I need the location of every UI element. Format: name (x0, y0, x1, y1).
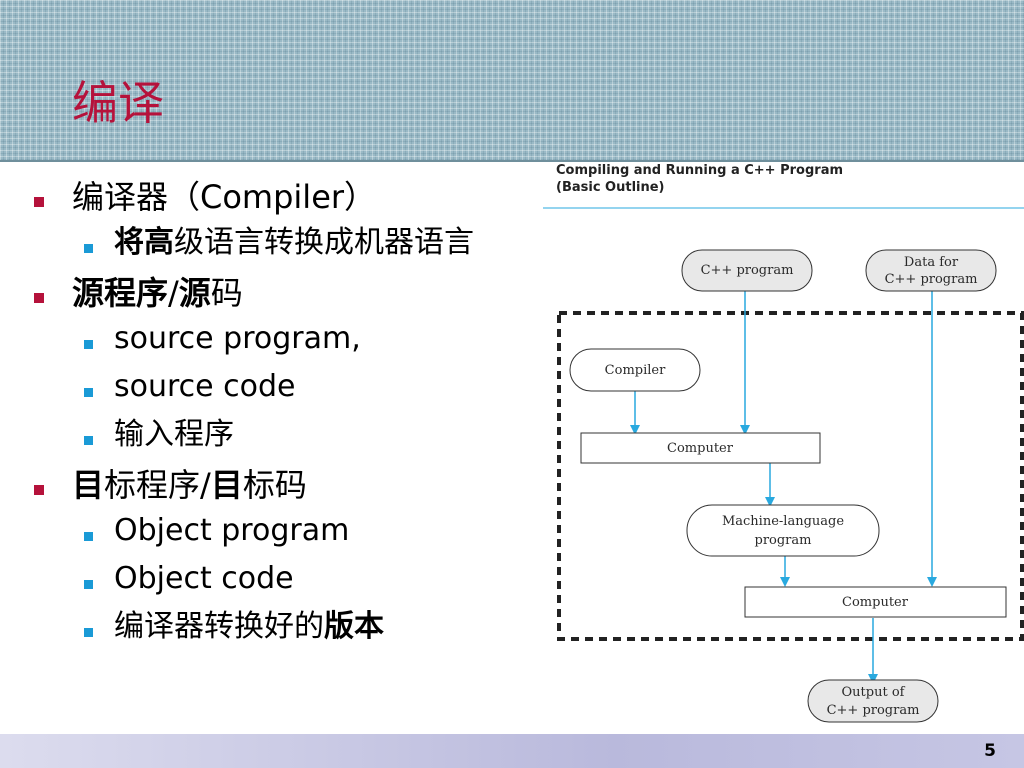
footer-bar (0, 734, 1024, 768)
bullet-text: 目 (210, 466, 243, 504)
computer-label-1: Computer (667, 441, 734, 456)
bullet-text: 目 (72, 466, 105, 504)
machine-label-line2: program (755, 533, 812, 548)
square-bullet-icon (34, 197, 44, 207)
bullet-item-4: source program, (28, 322, 528, 356)
computer-node-1 (580, 432, 821, 464)
header-divider (0, 160, 1024, 162)
cpp-program-node (681, 249, 813, 292)
bullet-text: 编译器转换好的 (114, 609, 324, 644)
output-label-line2: C++ program (827, 703, 920, 718)
computer-boundary (557, 311, 1024, 641)
computer-label-2: Computer (842, 595, 909, 610)
bullet-text: 编译器（Compiler） (72, 178, 377, 216)
small-square-bullet-icon (84, 340, 93, 349)
bullet-item-8: Object program (28, 514, 528, 548)
bullet-text: Object code (114, 561, 294, 596)
bullet-item-10: 编译器转换好的版本 (28, 610, 528, 644)
machine-label-line1: Machine-language (722, 514, 844, 529)
small-square-bullet-icon (84, 532, 93, 541)
bullet-text: 源程序 (72, 274, 169, 312)
small-square-bullet-icon (84, 388, 93, 397)
bullet-text: 将高 (114, 225, 174, 260)
bullet-text: 码 (210, 274, 243, 312)
bullet-text: 输入程序 (114, 417, 234, 452)
small-square-bullet-icon (84, 244, 93, 253)
bullet-text: 级语言转换成机器语言 (174, 225, 474, 260)
data-label-line2: C++ program (885, 272, 978, 287)
compiler-label: Compiler (605, 363, 666, 378)
data-node (865, 249, 997, 292)
output-label-line1: Output of (842, 685, 906, 700)
machine-language-node (686, 504, 880, 557)
slide-title: 编译 (72, 76, 164, 130)
small-square-bullet-icon (84, 628, 93, 637)
bullet-text: source program, (114, 321, 361, 356)
bullet-text: 版本 (324, 609, 384, 644)
bullet-item-9: Object code (28, 562, 528, 596)
header-banner (0, 0, 1024, 162)
compile-run-diagram: Compiling and Running a C++ Program (Bas… (543, 158, 1024, 744)
bullet-item-5: source code (28, 370, 528, 404)
data-label-line1: Data for (904, 255, 959, 270)
square-bullet-icon (34, 485, 44, 495)
bullet-text: 源 (178, 274, 211, 312)
compiler-node (569, 348, 701, 392)
bullet-text: / (168, 274, 179, 312)
diagram-title: Compiling and Running a C++ Program (556, 163, 843, 178)
diagram-subtitle: (Basic Outline) (556, 180, 665, 195)
bullet-item-2: 将高级语言转换成机器语言 (28, 226, 528, 260)
bullet-item-1: 编译器（Compiler） (28, 178, 528, 216)
cpp-program-label: C++ program (701, 263, 794, 278)
bullet-text: 标程序/ (104, 466, 211, 504)
bullet-item-7: 目标程序/目标码 (28, 466, 528, 504)
page-number: 5 (984, 741, 996, 761)
bullet-text: 标码 (242, 466, 307, 504)
output-node (807, 679, 939, 723)
computer-node-2 (744, 586, 1007, 618)
bullet-text: source code (114, 369, 296, 404)
small-square-bullet-icon (84, 580, 93, 589)
bullet-item-3: 源程序/源码 (28, 274, 528, 312)
small-square-bullet-icon (84, 436, 93, 445)
bullet-text: Object program (114, 513, 350, 548)
square-bullet-icon (34, 293, 44, 303)
bullet-item-6: 输入程序 (28, 418, 528, 452)
